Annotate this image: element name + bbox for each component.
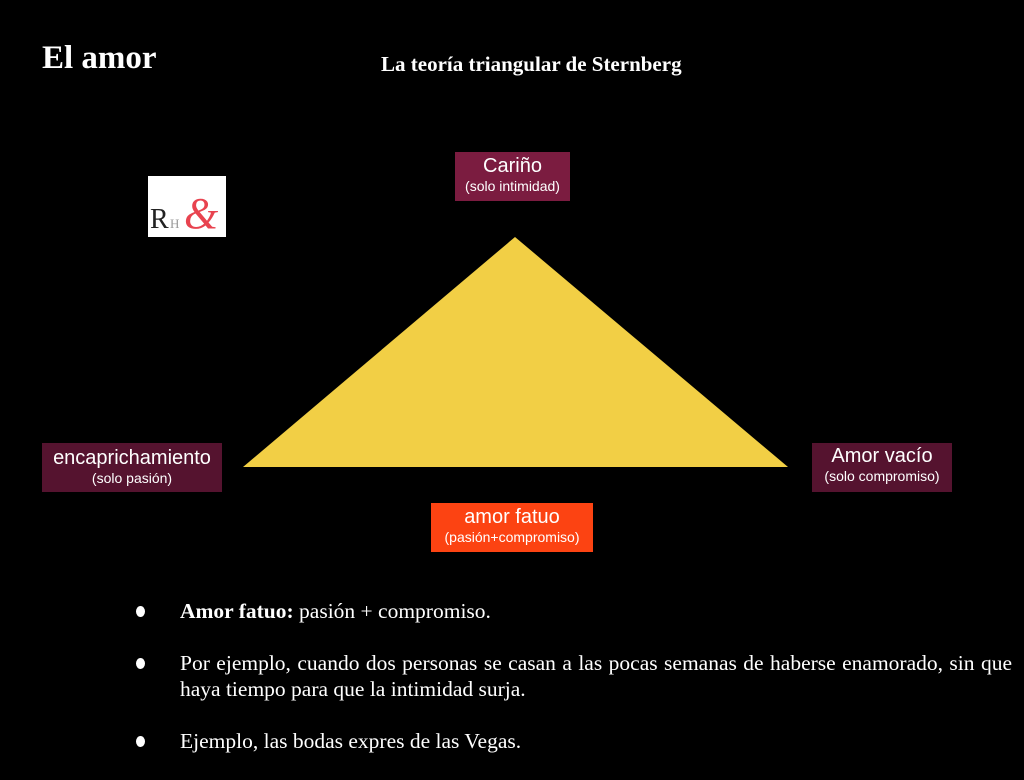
label-sub: (solo intimidad) — [465, 178, 560, 194]
bullet-item: Ejemplo, las bodas expres de las Vegas. — [136, 728, 1012, 754]
bullet-icon — [136, 658, 145, 669]
vertex-label-amor-vacio: Amor vacío (solo compromiso) — [812, 443, 952, 492]
side-label-amor-fatuo: amor fatuo (pasión+compromiso) — [431, 503, 593, 552]
label-main: Amor vacío — [831, 445, 933, 467]
label-sub: (solo pasión) — [91, 470, 173, 486]
label-sub: (solo compromiso) — [824, 468, 940, 484]
rh-logo: R H & — [148, 176, 226, 237]
label-sub: (pasión+compromiso) — [444, 529, 580, 545]
bullet-item: Por ejemplo, cuando dos personas se casa… — [136, 650, 1012, 702]
bullet-text: Ejemplo, las bodas expres de las Vegas. — [180, 729, 522, 753]
bullet-bold: Amor fatuo: — [180, 599, 294, 623]
triangle-shape — [243, 237, 788, 467]
label-main: encaprichamiento — [53, 447, 211, 469]
svg-text:R: R — [150, 204, 169, 235]
bullet-text: pasión + compromiso. — [293, 599, 491, 623]
svg-text:&: & — [184, 189, 219, 237]
bullet-icon — [136, 736, 145, 747]
svg-text:H: H — [170, 216, 179, 231]
bullet-list: Amor fatuo: pasión + compromiso. Por eje… — [136, 598, 1012, 780]
vertex-label-encaprichamiento: encaprichamiento (solo pasión) — [42, 443, 222, 492]
bullet-icon — [136, 606, 145, 617]
bullet-text: Por ejemplo, cuando dos personas se casa… — [180, 651, 1012, 701]
vertex-label-carino: Cariño (solo intimidad) — [455, 152, 570, 201]
bullet-item: Amor fatuo: pasión + compromiso. — [136, 598, 1012, 624]
slide-title: El amor — [42, 40, 157, 76]
label-main: Cariño — [483, 155, 542, 177]
label-main: amor fatuo — [464, 506, 560, 528]
slide-subtitle: La teoría triangular de Sternberg — [381, 52, 682, 76]
